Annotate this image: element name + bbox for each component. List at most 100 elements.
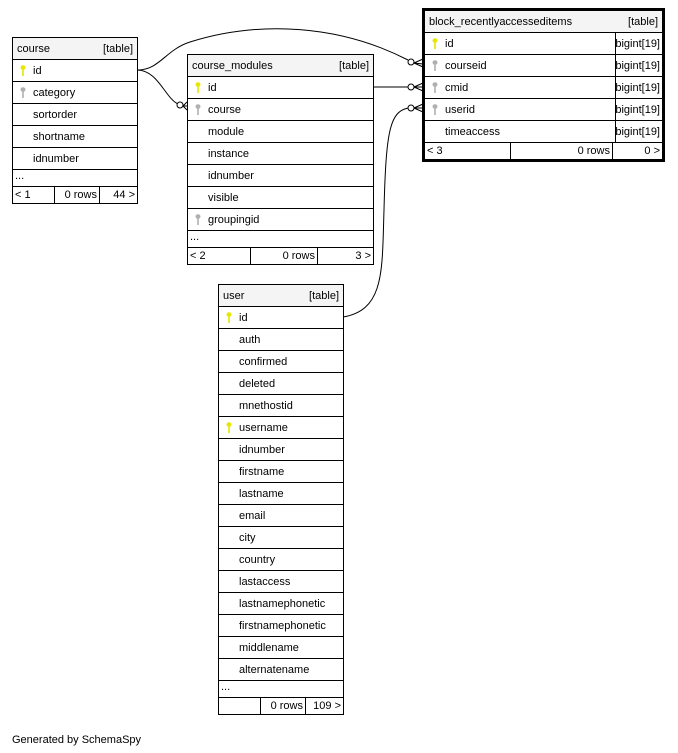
column-name: confirmed <box>239 355 288 368</box>
primary-key-icon <box>13 64 33 77</box>
column-row[interactable]: deleted <box>219 373 343 395</box>
row-count: 0 rows <box>511 143 613 159</box>
column-row[interactable]: lastaccess <box>219 571 343 593</box>
column-row[interactable]: groupingid <box>188 209 373 231</box>
column-row[interactable]: id <box>219 307 343 329</box>
column-row[interactable]: module <box>188 121 373 143</box>
table-name[interactable]: course <box>17 42 51 55</box>
children-link[interactable]: 0 > <box>644 145 660 157</box>
column-row[interactable]: idnumber <box>188 165 373 187</box>
column-row[interactable]: idnumber <box>13 148 137 170</box>
table-name[interactable]: course_modules <box>192 59 273 72</box>
column-row[interactable]: confirmed <box>219 351 343 373</box>
column-name: middlename <box>239 641 299 654</box>
column-type: bigint[19] <box>615 121 662 142</box>
table-footer: 0 rows 109 > <box>219 698 343 714</box>
column-name: firstname <box>239 465 285 478</box>
parents-link[interactable]: < 1 <box>13 187 55 203</box>
table-name[interactable]: user <box>223 289 245 302</box>
column-row[interactable]: lastnamephonetic <box>219 593 343 615</box>
column-row[interactable]: timeaccess bigint[19] <box>425 121 662 143</box>
column-name: module <box>208 125 245 138</box>
parents-link[interactable] <box>219 698 261 714</box>
column-row[interactable]: mnethostid <box>219 395 343 417</box>
column-name: id <box>445 37 454 50</box>
column-name: auth <box>239 333 261 346</box>
column-row[interactable]: courseid bigint[19] <box>425 55 662 77</box>
column-name: lastnamephonetic <box>239 597 326 610</box>
table-block-recentlyaccesseditems[interactable]: block_recentlyaccesseditems[table]id bigi… <box>422 8 665 162</box>
column-row[interactable]: city <box>219 527 343 549</box>
column-type: bigint[19] <box>615 99 662 120</box>
column-row[interactable]: course <box>188 99 373 121</box>
crowfoot-markers <box>176 58 424 113</box>
column-type: bigint[19] <box>615 33 662 54</box>
foreign-key-icon <box>425 81 445 94</box>
column-row[interactable]: username <box>219 417 343 439</box>
table-kind-label: [table] <box>339 59 369 72</box>
table-header[interactable]: course_modules [table] <box>188 55 373 77</box>
column-row[interactable]: country <box>219 549 343 571</box>
column-row[interactable]: id <box>13 60 137 82</box>
column-name: userid <box>445 103 475 116</box>
table-header[interactable]: block_recentlyaccesseditems[table] <box>425 11 662 33</box>
table-name[interactable]: block_recentlyaccesseditems <box>429 15 573 28</box>
column-name: idnumber <box>33 152 79 165</box>
column-row[interactable]: userid bigint[19] <box>425 99 662 121</box>
column-row[interactable]: cmid bigint[19] <box>425 77 662 99</box>
primary-key-icon <box>425 37 445 50</box>
column-name: cmid <box>445 81 469 94</box>
column-name: timeaccess <box>445 125 501 138</box>
column-row[interactable]: lastname <box>219 483 343 505</box>
more-columns-indicator: ... <box>13 170 137 187</box>
column-row[interactable]: idnumber <box>219 439 343 461</box>
primary-key-icon <box>219 421 239 434</box>
parents-link[interactable]: < 3 <box>425 143 511 159</box>
column-row[interactable]: visible <box>188 187 373 209</box>
column-name: city <box>239 531 256 544</box>
table-header[interactable]: user [table] <box>219 285 343 307</box>
column-row[interactable]: alternatename <box>219 659 343 681</box>
column-name: visible <box>208 191 239 204</box>
table-kind-label: [table] <box>309 289 339 302</box>
column-name: courseid <box>445 59 487 72</box>
column-row[interactable]: firstnamephonetic <box>219 615 343 637</box>
foreign-key-icon <box>188 213 208 226</box>
foreign-key-icon <box>188 103 208 116</box>
parents-link[interactable]: < 2 <box>188 248 251 264</box>
column-name: id <box>33 64 42 77</box>
column-name: lastname <box>239 487 284 500</box>
column-row[interactable]: id bigint[19] <box>425 33 662 55</box>
column-row[interactable]: shortname <box>13 126 137 148</box>
column-row[interactable]: instance <box>188 143 373 165</box>
children-link[interactable]: 3 > <box>355 250 371 262</box>
column-row[interactable]: category <box>13 82 137 104</box>
column-type: bigint[19] <box>615 55 662 76</box>
column-row[interactable]: auth <box>219 329 343 351</box>
column-row[interactable]: middlename <box>219 637 343 659</box>
column-row[interactable]: firstname <box>219 461 343 483</box>
column-name: country <box>239 553 276 566</box>
table-header[interactable]: course[table] <box>13 38 137 60</box>
column-name: email <box>239 509 266 522</box>
column-name: shortname <box>33 130 85 143</box>
column-type: bigint[19] <box>615 77 662 98</box>
column-row[interactable]: email <box>219 505 343 527</box>
column-name: firstnamephonetic <box>239 619 326 632</box>
children-link[interactable]: 44 > <box>113 189 135 201</box>
row-count: 0 rows <box>261 698 306 714</box>
rel-course-course_modules <box>136 69 179 105</box>
children-link[interactable]: 109 > <box>313 700 341 712</box>
column-row[interactable]: id <box>188 77 373 99</box>
column-name: username <box>239 421 288 434</box>
column-row[interactable]: sortorder <box>13 104 137 126</box>
primary-key-icon <box>219 311 239 324</box>
rel-user-block <box>342 107 409 318</box>
row-count: 0 rows <box>251 248 318 264</box>
